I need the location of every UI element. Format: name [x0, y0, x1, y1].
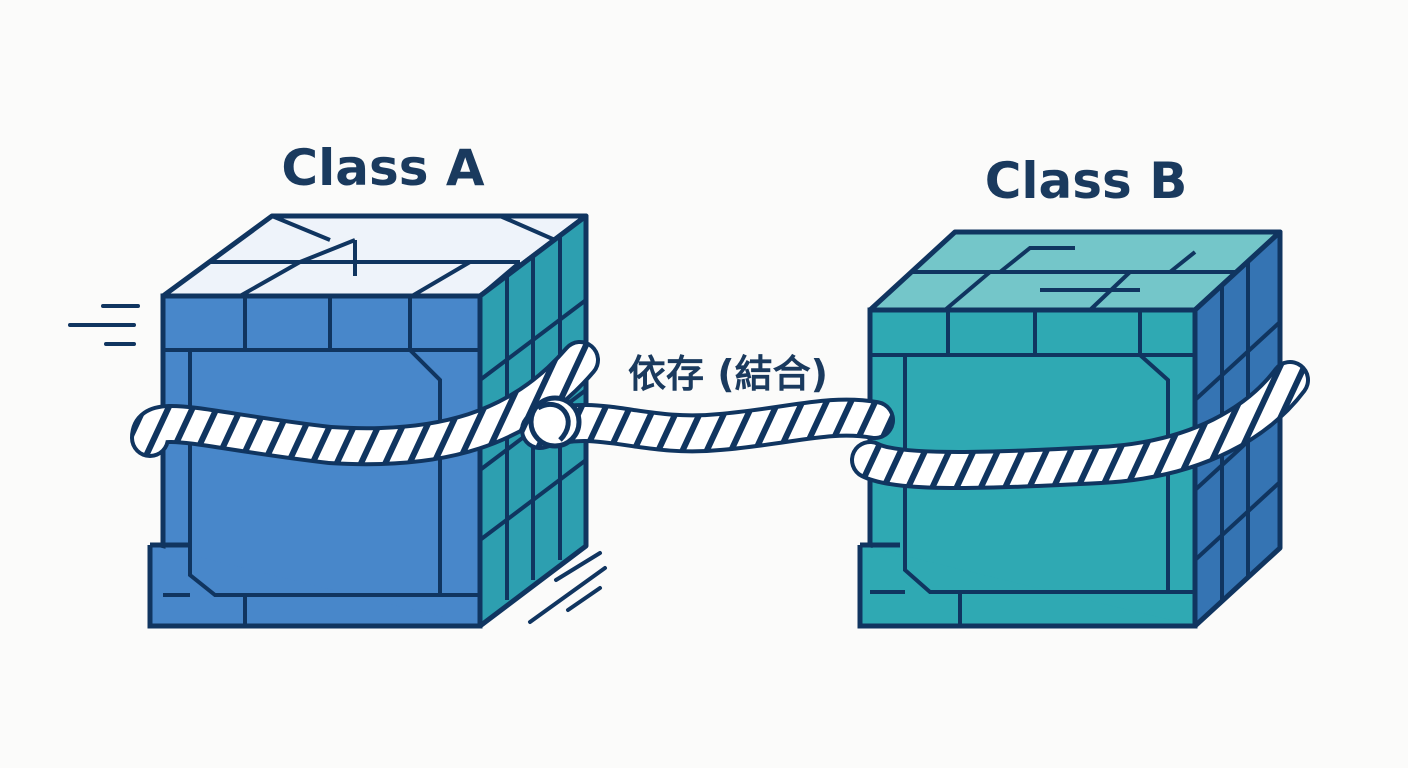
rope-icon: [130, 340, 1310, 490]
class-a-label: Class A: [281, 139, 485, 197]
class-b-label: Class B: [985, 152, 1188, 210]
motion-lines-icon: [528, 551, 607, 624]
speed-lines-icon: [68, 304, 140, 346]
relation-label: 依存 (結合): [628, 352, 828, 396]
